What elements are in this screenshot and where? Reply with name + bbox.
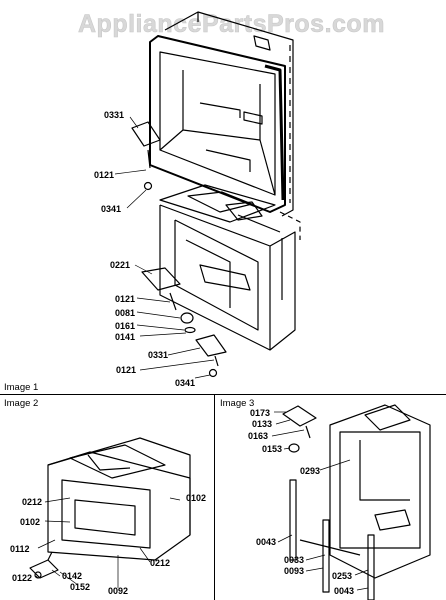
callout-0112: 0112 [10,544,30,554]
callout-0173: 0173 [250,408,271,418]
caption-image-2: Image 2 [4,398,39,409]
lower-compartment [159,204,301,351]
callout-0341-lower: 0341 [175,378,196,388]
callout-0161: 0161 [115,321,136,331]
leaders-image1 [114,116,215,379]
callout-0102-right: 0102 [186,493,207,503]
caption-image-3: Image 3 [220,398,255,409]
upper-compartment [149,11,294,217]
callout-0102-left: 0102 [20,517,41,527]
callout-0043-bottom: 0043 [334,586,355,596]
callout-0033: 0033 [284,555,305,565]
callout-0121-middle: 0121 [115,294,136,304]
callout-0092: 0092 [108,586,129,596]
callout-0253: 0253 [332,571,353,581]
callout-0163: 0163 [248,431,269,441]
callout-0212-left: 0212 [22,497,43,507]
image3-door-assembly [282,404,431,600]
callout-0152: 0152 [70,582,91,592]
separator-vertical [214,395,215,600]
watermark: AppliancePartsPros.com [78,10,385,39]
leaders-image2 [35,497,181,588]
separator-horizontal [0,394,446,395]
callout-0212-bottom: 0212 [150,558,171,568]
callout-0121-upper: 0121 [94,170,115,180]
callout-0221: 0221 [110,260,131,270]
callout-0153: 0153 [262,444,283,454]
callout-0081: 0081 [115,308,136,318]
callout-0121-lower: 0121 [116,365,137,375]
callout-0141: 0141 [115,332,136,342]
callout-0341-upper: 0341 [101,204,122,214]
caption-image-1: Image 1 [4,382,39,393]
callout-0133: 0133 [252,419,273,429]
image2-freezer-drawer [29,437,191,579]
callout-0293: 0293 [300,466,321,476]
callout-0142: 0142 [62,571,83,581]
callout-0093: 0093 [284,566,305,576]
mullion-assembly [159,184,281,233]
callout-0331-upper: 0331 [104,110,125,120]
callout-0331-lower: 0331 [148,350,169,360]
callout-0043-middle: 0043 [256,537,277,547]
leaders-image3 [271,411,369,591]
callout-0122: 0122 [12,573,33,583]
hinge-parts-image1 [131,121,227,378]
